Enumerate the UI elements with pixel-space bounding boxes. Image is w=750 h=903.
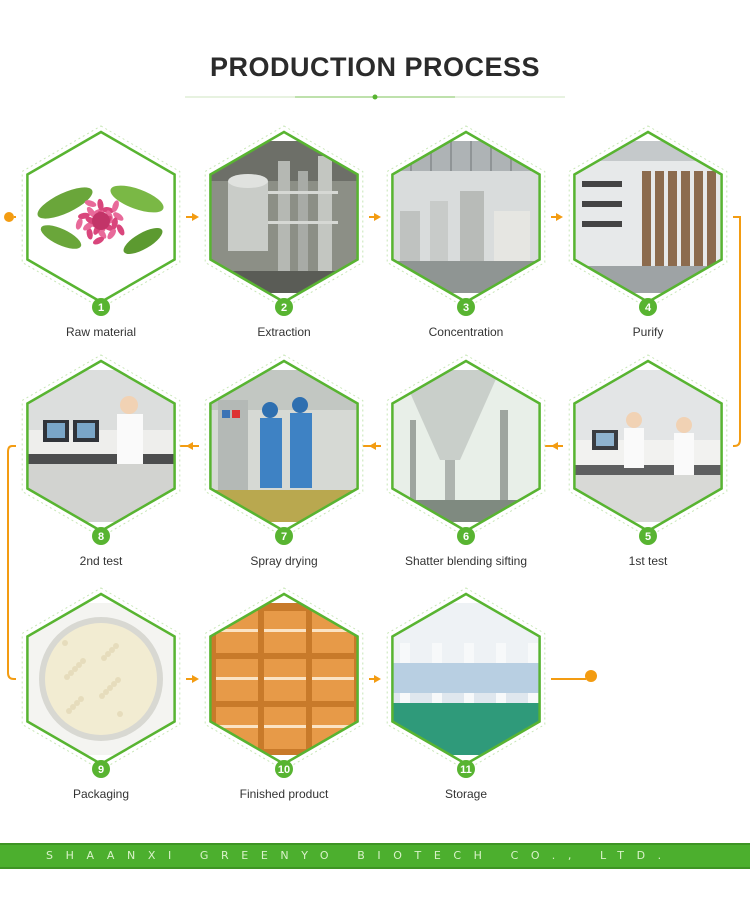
- hex-outer-dashed: [204, 354, 364, 538]
- steel-extraction-tanks-photo: [211, 141, 357, 293]
- arrow-1-2-head: [192, 213, 199, 221]
- arrow-2-3-head: [374, 213, 381, 221]
- process-step-1: 1: [21, 125, 181, 316]
- process-step-7: 7: [204, 354, 364, 545]
- conical-silo-photo: [393, 370, 539, 522]
- end-dot: [585, 670, 597, 682]
- step-number-badge: 10: [275, 760, 293, 778]
- step-label-9: Packaging: [72, 787, 130, 801]
- powder-in-dish-photo: [28, 603, 174, 755]
- step-number-badge: 2: [275, 298, 293, 316]
- step-number-badge: 6: [457, 527, 475, 545]
- hex-outer-dashed: [204, 125, 364, 309]
- lab-technicians-computers-photo: [575, 370, 721, 522]
- process-step-3: 3: [386, 125, 546, 316]
- step-number: 5: [645, 531, 651, 543]
- step-number-badge: 3: [457, 298, 475, 316]
- hex-outer-dashed: [21, 125, 181, 309]
- hex-outer-dashed: [386, 587, 546, 771]
- step-label-8: 2nd test: [79, 554, 123, 568]
- arrow-9-10-head: [192, 675, 199, 683]
- hex-outer-dashed: [21, 587, 181, 771]
- step-label-10: Finished product: [239, 787, 329, 801]
- process-step-6: 6: [386, 354, 546, 545]
- hex-outer-dashed: [386, 354, 546, 538]
- step-label-4: Purify: [632, 325, 664, 339]
- process-step-9: 9: [21, 587, 181, 778]
- connector-lines: [4, 212, 741, 683]
- hex-outer-dashed: [21, 354, 181, 538]
- step-label-7: Spray drying: [250, 554, 318, 568]
- arrow-6-7-head: [369, 442, 376, 450]
- process-step-8: 8: [21, 354, 181, 545]
- arrow-5-6-head: [551, 442, 558, 450]
- title-divider: [185, 94, 565, 100]
- start-dot: [4, 212, 14, 222]
- process-step-4: 4: [568, 125, 728, 316]
- step-label-5: 1st test: [628, 554, 668, 568]
- step-number: 11: [460, 764, 472, 776]
- arrow-3-4-head: [556, 213, 563, 221]
- arrow-4-5: [733, 216, 741, 447]
- arrow-10-11-head: [374, 675, 381, 683]
- step-number-badge: 5: [639, 527, 657, 545]
- step-number: 2: [281, 302, 287, 314]
- step-number: 10: [278, 764, 290, 776]
- arrow-7-8-head: [186, 442, 193, 450]
- arrow-8-9: [7, 445, 16, 680]
- process-step-2: 2: [204, 125, 364, 316]
- step-number-badge: 9: [92, 760, 110, 778]
- hex-outer-dashed: [568, 125, 728, 309]
- factory-hall-equipment-photo: [393, 141, 539, 293]
- step-number-badge: 7: [275, 527, 293, 545]
- step-number: 9: [98, 764, 104, 776]
- process-step-5: 5: [568, 354, 728, 545]
- step-number-badge: 1: [92, 298, 110, 316]
- step-number-badge: 8: [92, 527, 110, 545]
- step-label-1: Raw material: [65, 325, 137, 339]
- page-title: PRODUCTION PROCESS: [209, 52, 541, 82]
- step-number-badge: 4: [639, 298, 657, 316]
- step-number: 1: [98, 302, 104, 314]
- process-step-10: 10: [204, 587, 364, 778]
- footer-company-name: SHAANXI GREENYO BIOTECH CO., LTD.: [46, 849, 674, 862]
- step-label-2: Extraction: [257, 325, 311, 339]
- process-step-11: 11: [386, 587, 546, 778]
- footer-bar: SHAANXI GREENYO BIOTECH CO., LTD.: [0, 843, 750, 869]
- step-number: 3: [463, 302, 469, 314]
- hex-outer-dashed: [386, 125, 546, 309]
- step-number-badge: 11: [457, 760, 475, 778]
- step-label-6: Shatter blending sifting: [404, 554, 528, 568]
- step-number: 8: [98, 531, 104, 543]
- lab-technician-desk-photo: [28, 370, 174, 522]
- step-label-11: Storage: [444, 787, 488, 801]
- hex-outer-dashed: [568, 354, 728, 538]
- step-label-3: Concentration: [428, 325, 504, 339]
- red-clover-flower-photo: [28, 141, 174, 293]
- hex-outer-dashed: [204, 587, 364, 771]
- step-number: 6: [463, 531, 469, 543]
- step-number: 4: [645, 302, 652, 314]
- step-number: 7: [281, 531, 287, 543]
